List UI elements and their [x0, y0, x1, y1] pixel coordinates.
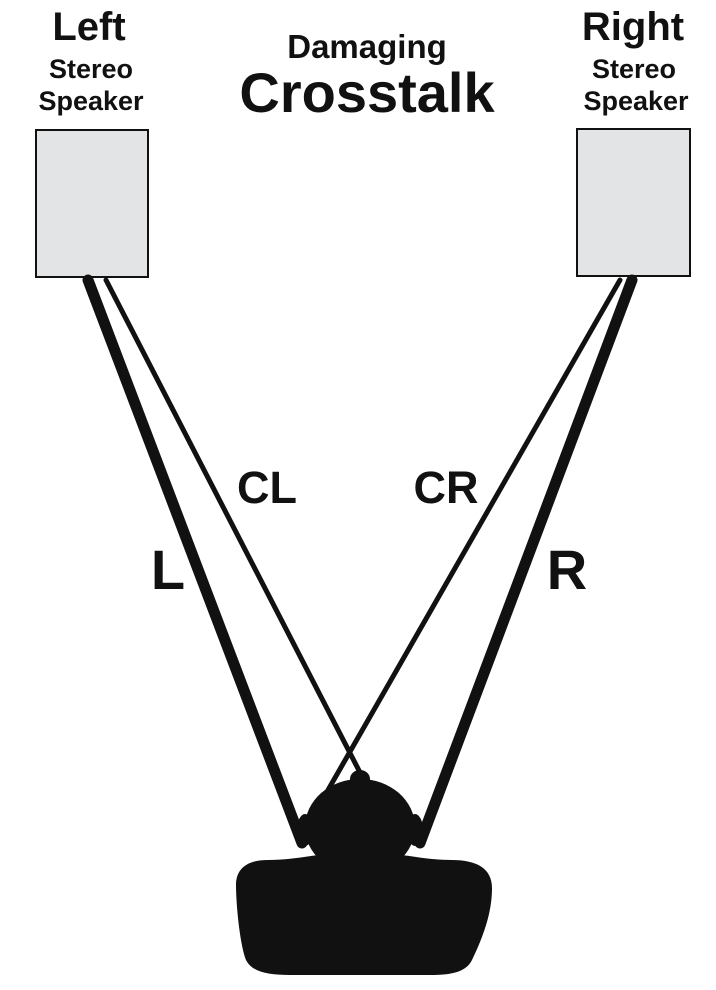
label-direct-right: R [547, 538, 587, 601]
right-speaker-line-3: Speaker [583, 86, 689, 116]
title-line-1: Damaging [287, 28, 447, 65]
title-line-2: Crosstalk [239, 61, 495, 124]
label-cross-right: CR [414, 462, 479, 513]
right-speaker-line-2: Stereo [592, 54, 676, 84]
listener-left-ear [297, 814, 313, 846]
left-speaker-line-3: Speaker [38, 86, 144, 116]
left-speaker-line-2: Stereo [49, 54, 133, 84]
listener-silhouette-icon [236, 770, 492, 975]
left-speaker-box [35, 129, 149, 278]
cross-left-path [103, 277, 371, 791]
label-direct-left: L [151, 538, 185, 601]
direct-left-path [82, 274, 308, 849]
listener-nose [350, 770, 370, 788]
listener-right-ear [407, 814, 423, 846]
direct-right-path [414, 274, 638, 849]
listener-head [305, 779, 415, 875]
left-speaker-name: Left [52, 5, 125, 49]
cross-right-path [309, 277, 623, 821]
right-speaker-name: Right [582, 5, 684, 49]
listener-shoulders [236, 852, 492, 975]
label-cross-left: CL [237, 462, 297, 513]
right-speaker-box [576, 128, 691, 277]
